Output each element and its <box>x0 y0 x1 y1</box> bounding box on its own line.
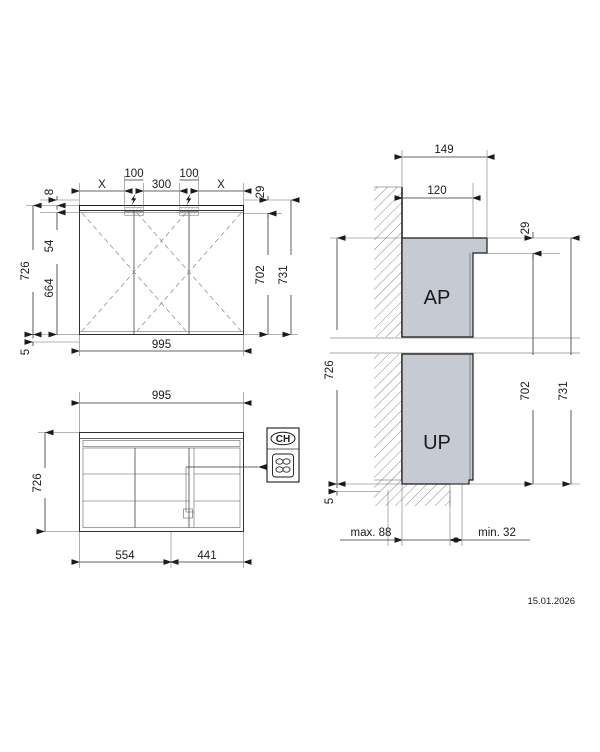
dim-front-x-left: X <box>98 179 106 191</box>
lightning-bolt-icon <box>186 193 192 206</box>
interior-height-dimension: 726 <box>32 429 79 535</box>
dim-front-995: 995 <box>152 339 171 351</box>
dim-interior-554: 554 <box>115 550 135 562</box>
ap-label: AP <box>424 287 451 309</box>
door-swing-markers <box>81 212 242 332</box>
dim-section-702: 702 <box>520 381 532 400</box>
dim-front-300: 300 <box>152 179 171 191</box>
dim-front-702: 702 <box>255 265 267 284</box>
dim-front-100-left: 100 <box>124 168 143 180</box>
section-break-band <box>330 338 580 353</box>
dim-interior-995: 995 <box>152 390 171 402</box>
ap-block: AP <box>401 237 488 338</box>
section-right-dimensions: 29 702 731 <box>450 222 580 487</box>
dim-front-731: 731 <box>278 265 290 284</box>
electrical-connection-left <box>124 193 144 216</box>
dim-front-5: 5 <box>20 349 32 355</box>
date-stamp: 15.01.2026 <box>527 596 575 607</box>
dim-section-149: 149 <box>434 144 453 156</box>
wall-hatch-lower <box>374 354 403 480</box>
up-block: UP <box>401 353 474 485</box>
dim-front-664: 664 <box>44 278 56 298</box>
ch-socket-symbol: CH <box>266 427 300 483</box>
dim-section-29: 29 <box>520 222 532 235</box>
up-label: UP <box>423 432 451 454</box>
top-dimension-chain: X 100 300 100 X <box>71 168 252 207</box>
dim-section-min32: min. 32 <box>478 527 516 539</box>
dim-interior-441: 441 <box>197 550 216 562</box>
dim-front-x-right: X <box>217 179 225 191</box>
dim-section-731: 731 <box>558 381 570 400</box>
section-bottom-dimensions: max. 88 min. 32 <box>340 484 530 546</box>
swiss-socket-icon <box>272 453 294 478</box>
ch-label: CH <box>276 434 290 445</box>
cabinet-outline <box>79 205 244 335</box>
section-top-dimensions: 149 120 <box>394 144 495 238</box>
dim-interior-726: 726 <box>32 473 44 492</box>
interior-width-dimension: 995 <box>71 390 252 432</box>
wall-hatch-upper <box>374 186 403 337</box>
dim-front-54: 54 <box>44 239 56 252</box>
dim-front-29: 29 <box>255 186 267 199</box>
electrical-connection-right <box>179 193 199 216</box>
front-elevation-view: X 100 300 100 X 8 54 <box>20 168 300 356</box>
dim-front-100-right: 100 <box>179 168 198 180</box>
dim-section-max88: max. 88 <box>351 527 392 539</box>
section-left-dimension: 726 5 <box>324 235 402 504</box>
dim-section-5: 5 <box>324 498 336 504</box>
left-dimension-group: 8 54 664 726 5 <box>20 189 79 355</box>
dim-front-726: 726 <box>20 261 32 280</box>
interior-bottom-dimensions: 554 441 <box>71 531 252 568</box>
wall-section-view: AP UP 149 120 <box>324 144 580 546</box>
interior-cabinet-body <box>79 432 244 532</box>
lightning-bolt-icon <box>131 193 137 206</box>
dim-section-726: 726 <box>324 360 336 379</box>
interior-plan-view: 995 <box>32 390 300 568</box>
right-dimension-group: 29 702 731 <box>244 186 300 338</box>
dim-front-8: 8 <box>44 189 56 195</box>
dim-section-120: 120 <box>427 185 446 197</box>
front-width-dimension: 995 <box>71 334 252 356</box>
